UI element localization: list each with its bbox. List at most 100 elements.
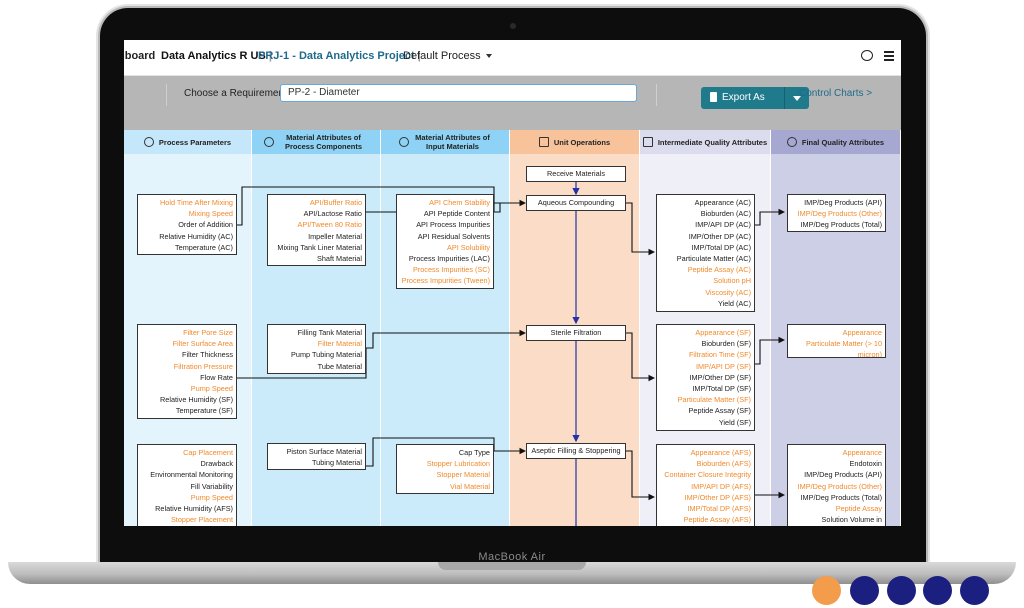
attribute-item[interactable]: Filling Tank Material <box>297 328 362 337</box>
attribute-item[interactable]: IMP/Total DP (AC) <box>691 242 751 252</box>
attribute-item[interactable]: Bioburden (AC) <box>700 209 751 219</box>
final-qa-group[interactable]: IMP/Deg Products (API) IMP/Deg Products (… <box>787 194 886 232</box>
attribute-item[interactable]: Process Impurities (Tween) <box>401 276 490 286</box>
attribute-item[interactable]: Solution Volume in <box>821 515 882 525</box>
attribute-item[interactable]: IMP/Total DP (SF) <box>692 384 751 394</box>
attribute-item[interactable]: Peptide Assay (SF) <box>688 406 751 416</box>
attribute-item[interactable]: Relative Humidity (AFS) <box>155 504 233 514</box>
requirement-input[interactable] <box>280 84 637 102</box>
attribute-item[interactable]: Filter Pore Size <box>183 328 233 337</box>
attribute-item[interactable]: Filter Surface Area <box>172 339 233 349</box>
attribute-item[interactable]: Stopper Placement <box>170 515 233 525</box>
attribute-item[interactable]: Fill Variability <box>190 481 233 491</box>
export-as-button[interactable]: Export As <box>701 87 809 109</box>
attribute-item[interactable]: IMP/Other DP (AC) <box>688 231 751 241</box>
attribute-item[interactable]: API/Lactose Ratio <box>303 209 362 219</box>
attribute-item[interactable]: API Process Impurities <box>416 220 490 230</box>
attribute-item[interactable]: Process Impurities (LAC) <box>408 254 490 264</box>
attribute-item[interactable]: Drawback <box>200 459 233 469</box>
attribute-item[interactable]: Filtration Time (SF) <box>688 350 751 360</box>
intermediate-qa-group[interactable]: Appearance (AFS)Bioburden (AFS)Container… <box>656 444 755 526</box>
attribute-item[interactable]: Appearance <box>842 448 882 457</box>
attribute-item[interactable]: Bioburden (AFS) <box>696 459 751 469</box>
attribute-item[interactable]: Shaft Material <box>316 254 362 264</box>
attribute-item[interactable]: Process Impurities (SC) <box>412 265 490 275</box>
attribute-item[interactable]: IMP/API DP (AFS) <box>691 481 751 491</box>
attribute-item[interactable]: Hold Time After Mixing <box>160 198 233 207</box>
attribute-item[interactable]: Mixing Speed <box>188 209 233 219</box>
attribute-item[interactable]: Cap Placement <box>183 448 233 457</box>
attribute-item[interactable]: Peptide Assay (AFS) <box>683 515 751 525</box>
unit-operation-receive-materials[interactable]: Receive Materials <box>526 166 626 182</box>
attribute-item[interactable]: Appearance (AC) <box>694 198 751 207</box>
attribute-item[interactable]: Filter Thickness <box>182 350 233 360</box>
unit-operation-aqueous-compounding[interactable]: Aqueous Compounding <box>526 195 626 211</box>
attribute-item[interactable]: IMP/API DP (AC) <box>695 220 751 230</box>
attribute-item[interactable]: Piston Surface Material <box>286 447 362 456</box>
attribute-item[interactable]: Yield (SF) <box>718 417 751 427</box>
attribute-item[interactable]: Order of Addition <box>178 220 233 230</box>
attribute-item[interactable]: Viscosity (AC) <box>705 287 751 297</box>
attribute-item[interactable]: Relative Humidity (SF) <box>160 395 233 405</box>
attribute-item[interactable]: Yield (AC) <box>718 298 751 308</box>
control-charts-link[interactable]: Control Charts > <box>799 88 873 99</box>
pagination-dot[interactable] <box>812 576 841 605</box>
attribute-item[interactable]: Pump Speed <box>190 384 233 394</box>
attribute-item[interactable]: IMP/Deg Products (Total) <box>800 492 882 502</box>
attribute-item[interactable]: Flow Rate <box>200 372 233 382</box>
breadcrumb-project[interactable]: PRJ-1 - Data Analytics Project | <box>258 50 421 62</box>
attribute-item[interactable]: Filtration Pressure <box>173 361 233 371</box>
attribute-item[interactable]: Particulate Matter (SF) <box>677 395 751 405</box>
pagination-dot[interactable] <box>887 576 916 605</box>
intermediate-qa-group[interactable]: Appearance (SF) Bioburden (SF)Filtration … <box>656 324 755 431</box>
attribute-item[interactable]: Environmental Monitoring <box>150 470 233 480</box>
attribute-item[interactable]: Pump Speed <box>190 492 233 502</box>
attribute-item[interactable]: Temperature (SF) <box>175 406 233 416</box>
attribute-item[interactable]: API Chem Stability <box>429 198 490 207</box>
attribute-item[interactable]: Bioburden (SF) <box>701 339 751 349</box>
attribute-item[interactable]: IMP/Total DP (AFS) <box>687 504 751 514</box>
attribute-item[interactable]: Impeller Material <box>308 231 362 241</box>
unit-operation-aseptic-filling[interactable]: Aseptic Filling & Stoppering <box>526 443 626 459</box>
caret-down-icon[interactable] <box>793 96 801 101</box>
attribute-item[interactable]: IMP/API DP (SF) <box>695 361 751 371</box>
attribute-item[interactable]: Particulate Matter (> 10 micron) <box>805 339 882 358</box>
attribute-item[interactable]: Mixing Tank Liner Material <box>277 242 362 252</box>
attribute-item[interactable]: Particulate Matter (AC) <box>676 254 751 264</box>
attribute-item[interactable]: Appearance (AFS) <box>690 448 751 457</box>
attribute-item[interactable]: Pump Tubing Material <box>291 350 362 360</box>
pagination-dot[interactable] <box>923 576 952 605</box>
attribute-item[interactable]: Appearance (SF) <box>695 328 751 337</box>
attribute-item[interactable]: Relative Humidity (AC) <box>159 231 233 241</box>
attribute-item[interactable]: IMP/Deg Products (Other) <box>797 209 882 219</box>
pagination-dot[interactable] <box>850 576 879 605</box>
pagination-dot[interactable] <box>960 576 989 605</box>
attribute-item[interactable]: Endotoxin <box>849 459 882 469</box>
attribute-item[interactable]: Solution pH <box>713 276 751 286</box>
unit-operation-sterile-filtration[interactable]: Sterile Filtration <box>526 325 626 341</box>
attribute-item[interactable]: Cap Type <box>458 448 490 457</box>
attribute-item[interactable]: Vial Material <box>449 481 490 491</box>
attribute-item[interactable]: IMP/Deg Products (API) <box>804 198 882 207</box>
attribute-item[interactable]: Filter Material <box>317 339 362 349</box>
process-dropdown[interactable]: Default Process <box>403 50 492 62</box>
menu-icon[interactable] <box>884 51 894 61</box>
attribute-item[interactable]: Stopper Material <box>436 470 490 480</box>
attribute-item[interactable]: IMP/Other DP (SF) <box>689 372 752 382</box>
breadcrumb-org[interactable]: Data Analytics R US | <box>161 50 272 62</box>
attribute-item[interactable]: Peptide Assay <box>835 504 882 514</box>
attribute-item[interactable]: API/Tween 80 Ratio <box>297 220 363 230</box>
attribute-item[interactable]: Peptide Assay (AC) <box>687 265 751 275</box>
attribute-item[interactable]: Tube Material <box>317 361 362 371</box>
attribute-item[interactable]: API Peptide Content <box>423 209 490 219</box>
attribute-item[interactable]: Appearance <box>842 328 882 337</box>
attribute-item[interactable]: IMP/Deg Products (Other) <box>797 481 882 491</box>
